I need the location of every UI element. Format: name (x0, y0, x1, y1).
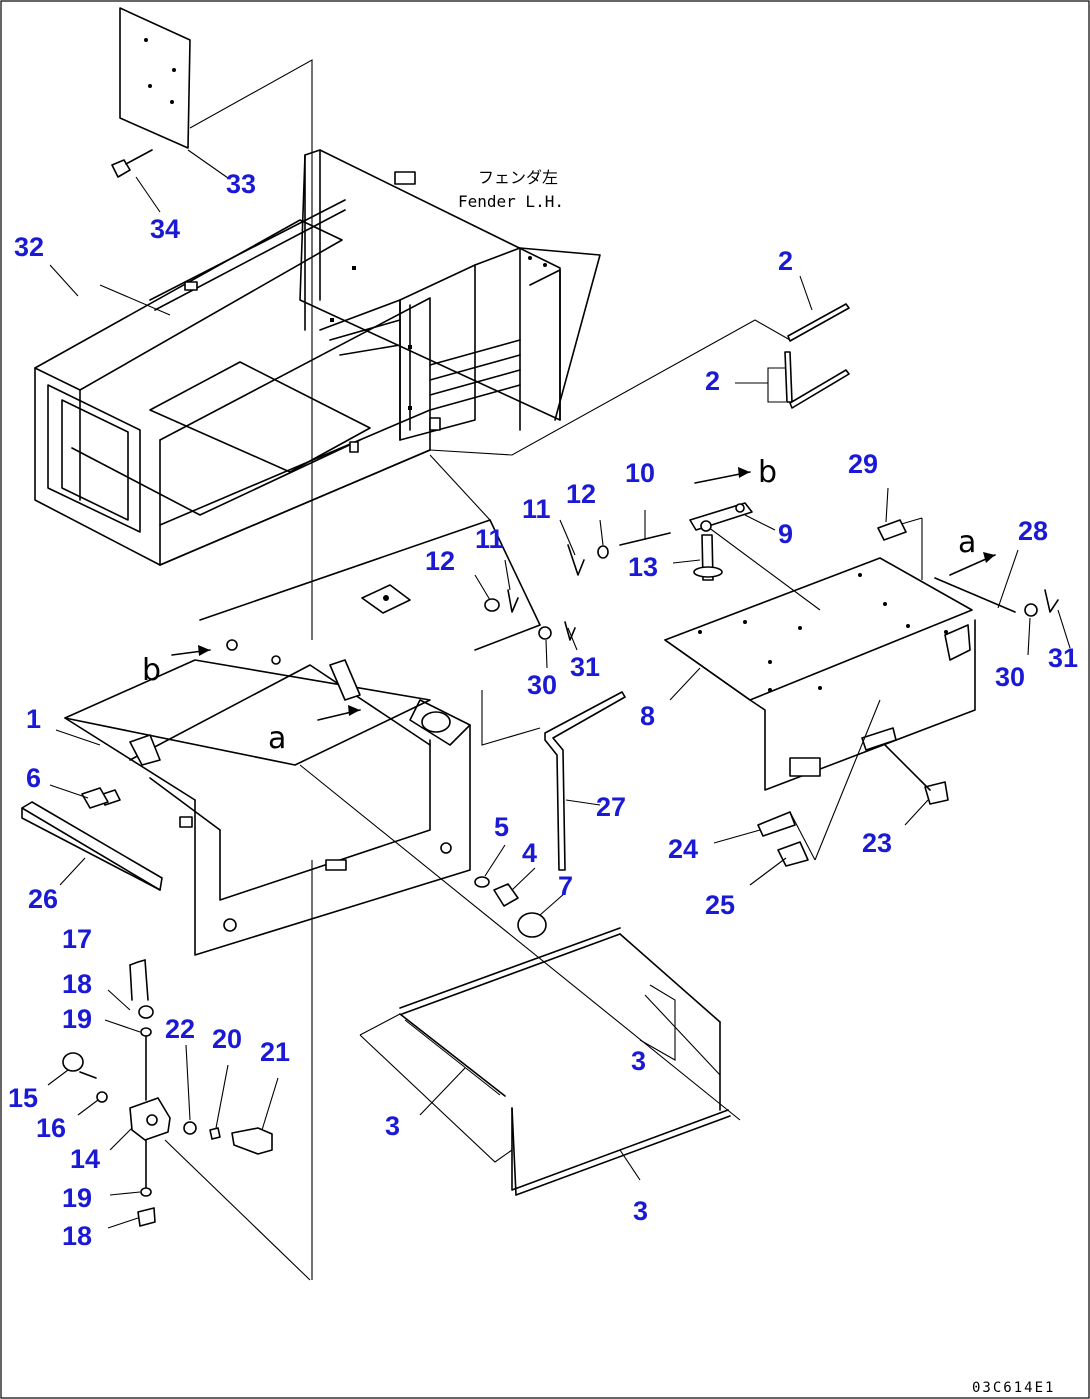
callout-12-right: 12 (566, 479, 596, 509)
callout-34: 34 (150, 214, 180, 244)
clip-24 (757, 811, 796, 837)
rail-26 (21, 801, 163, 891)
callout-4: 4 (522, 838, 537, 868)
callout-16: 16 (36, 1113, 66, 1143)
rods-2 (735, 303, 850, 409)
callout-28: 28 (1018, 516, 1048, 546)
pin-29 (877, 519, 907, 541)
switch-assembly (62, 959, 311, 1281)
callout-3-right: 3 (631, 1046, 646, 1076)
callout-18-top: 18 (62, 969, 92, 999)
washer-12-right (597, 545, 609, 559)
bracket-27 (544, 691, 626, 871)
ref-letter-b-right: b (758, 455, 777, 490)
callout-33: 33 (226, 169, 256, 199)
callout-21: 21 (260, 1037, 290, 1067)
callout-30-left: 30 (527, 670, 557, 700)
pin-31-left (564, 621, 576, 641)
callout-31-right: 31 (1048, 643, 1078, 673)
callout-12-left: 12 (425, 546, 455, 576)
washer-30-left (538, 626, 552, 640)
pin-31-right (1044, 589, 1059, 613)
callout-1: 1 (26, 704, 41, 734)
callout-2-bottom: 2 (705, 366, 720, 396)
callout-14: 14 (70, 1144, 100, 1174)
pin-11-left (507, 589, 519, 613)
callout-29: 29 (848, 449, 878, 479)
callout-7: 7 (558, 871, 573, 901)
fender-frame (34, 7, 791, 640)
fender-note-japanese: フェンダ左 (478, 168, 558, 187)
callout-15: 15 (8, 1083, 38, 1113)
callout-31-left: 31 (570, 652, 600, 682)
callout-27: 27 (596, 792, 626, 822)
plate-33 (119, 7, 191, 149)
callout-17: 17 (62, 924, 92, 954)
callout-2-top: 2 (778, 246, 793, 276)
leader-lines (47, 149, 1071, 1229)
bolt-23 (924, 781, 949, 805)
callout-25: 25 (705, 890, 735, 920)
callout-19-top: 19 (62, 1004, 92, 1034)
callout-11-right: 11 (522, 494, 551, 524)
battery-box-1 (64, 519, 741, 1280)
part-6 (81, 787, 109, 809)
cover-8 (664, 517, 976, 791)
callout-11-left: 11 (475, 524, 504, 554)
cap-7 (517, 912, 547, 938)
callout-24: 24 (668, 834, 698, 864)
pin-11-right (567, 544, 585, 576)
callout-22: 22 (165, 1014, 195, 1044)
callout-5: 5 (494, 812, 509, 842)
callout-30-right: 30 (995, 662, 1025, 692)
callout-8: 8 (640, 701, 655, 731)
washer-5 (474, 876, 490, 888)
washer-30-right (1024, 603, 1038, 617)
callout-19-bottom: 19 (62, 1183, 92, 1213)
callout-9: 9 (778, 519, 793, 549)
callout-3-bottom: 3 (633, 1196, 648, 1226)
callout-18-bottom: 18 (62, 1221, 92, 1251)
callout-23: 23 (862, 828, 892, 858)
ref-letter-a-right: a (958, 525, 976, 560)
ref-letter-a-left: a (268, 721, 286, 756)
callout-10: 10 (625, 458, 655, 488)
drawing-code: 03C614E1 (972, 1380, 1055, 1396)
shaft-28 (934, 577, 1016, 613)
callout-6: 6 (26, 763, 41, 793)
callout-13: 13 (628, 552, 658, 582)
callouts: 33 34 32 2 2 29 10 12 11 9 28 11 12 13 3… (8, 169, 1078, 1251)
fender-note-english: Fender L.H. (458, 192, 564, 211)
callout-32: 32 (14, 232, 44, 262)
washer-12-left (484, 598, 500, 612)
callout-26: 26 (28, 884, 58, 914)
callout-20: 20 (212, 1024, 242, 1054)
ref-letter-b-left: b (142, 653, 161, 688)
tray-3 (359, 927, 731, 1196)
callout-3-left: 3 (385, 1111, 400, 1141)
bolt-4 (493, 883, 519, 907)
